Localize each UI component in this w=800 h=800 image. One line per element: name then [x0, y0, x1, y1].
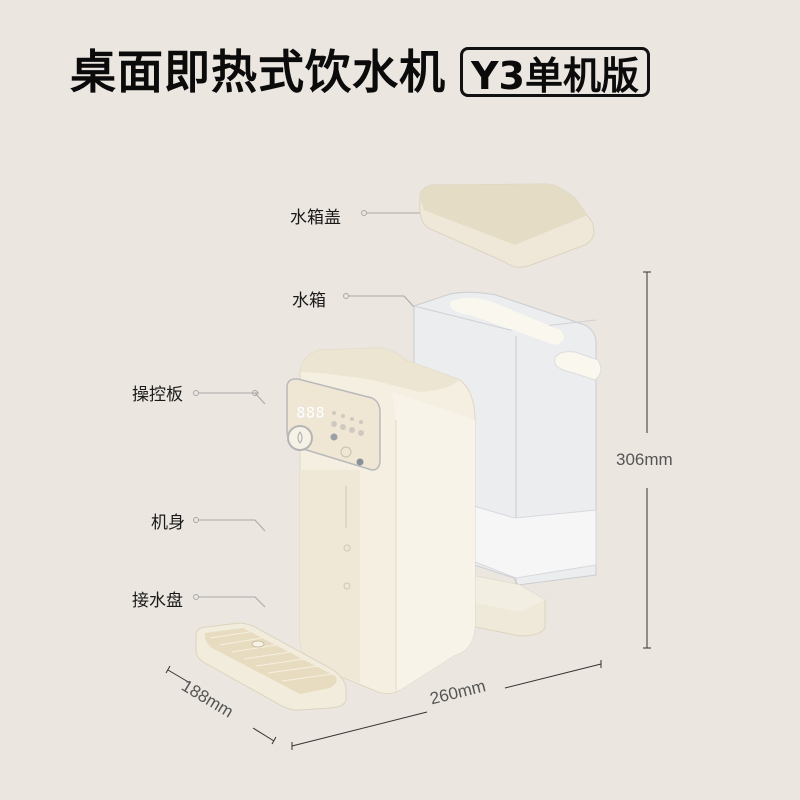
page-title: 桌面即热式饮水机: [70, 45, 446, 99]
callout-label-body: 机身: [151, 513, 185, 533]
callout-label-tank: 水箱: [292, 291, 326, 311]
dimension-height: 306mm: [616, 450, 673, 469]
display-digits: 888: [296, 403, 325, 422]
base-shape: [461, 559, 546, 637]
header: 桌面即热式饮水机 Y3单机版: [70, 44, 650, 100]
callout-label-tank-lid: 水箱盖: [290, 208, 341, 228]
dimension-lines: [165, 271, 651, 750]
callout-label-drip-tray: 接水盘: [132, 591, 183, 611]
callout-label-control-panel: 操控板: [132, 385, 183, 405]
model-badge: Y3单机版: [460, 47, 650, 98]
drip-tray-shape: [195, 622, 347, 711]
control-panel-shape: [286, 378, 381, 471]
tank-lid-shape: [419, 183, 595, 268]
